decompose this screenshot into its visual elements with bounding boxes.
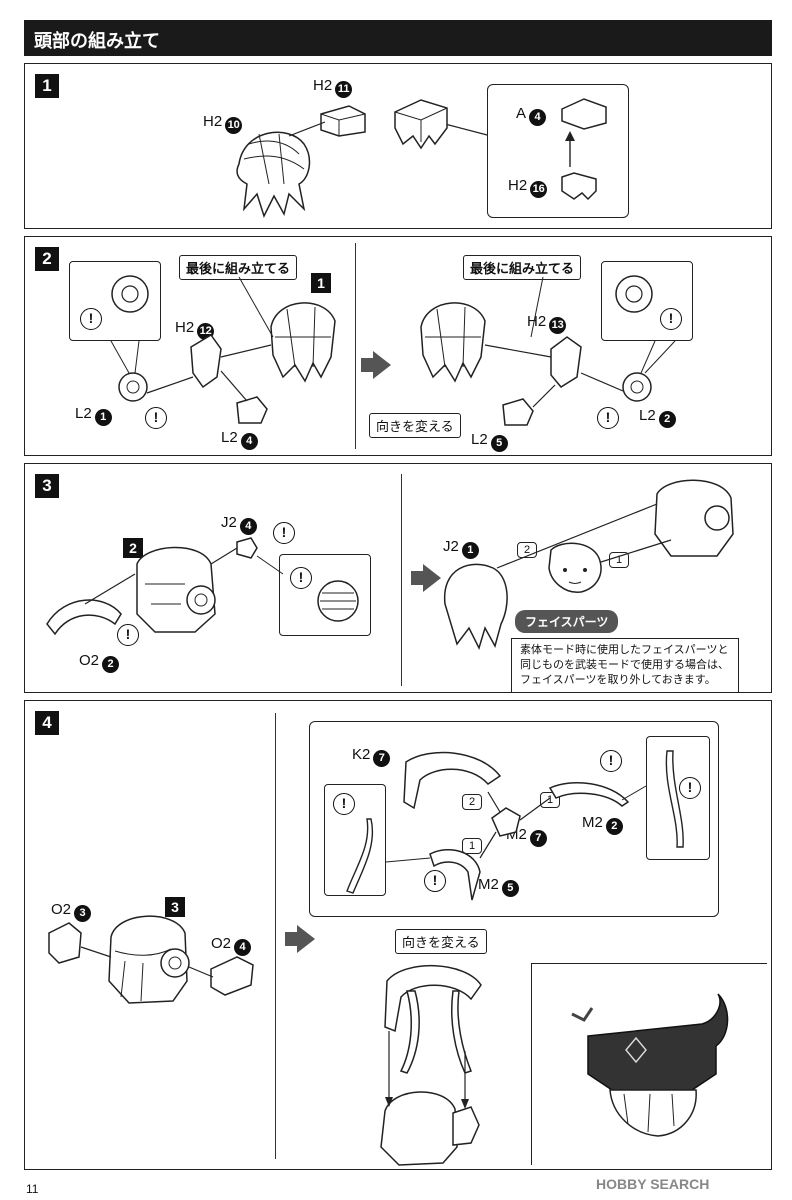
watermark: HOBBY SEARCH (596, 1176, 710, 1192)
l2-detail-drawing (111, 275, 149, 313)
horn-to-head-drawing (380, 964, 482, 1166)
assembly-line (288, 121, 492, 137)
step-ref-badge: 1 (311, 273, 331, 293)
hair-face-drawing (444, 479, 734, 651)
change-orientation-callout: 向きを変える (395, 929, 487, 954)
caution-icon: ! (290, 567, 312, 589)
caution-icon: ! (145, 407, 167, 429)
caution-icon: ! (679, 777, 701, 799)
next-arrow-icon (361, 351, 391, 379)
step-ref-badge: 2 (123, 538, 143, 558)
caution-icon: ! (80, 308, 102, 330)
horn-parts-drawing (385, 751, 647, 901)
section-title: 頭部の組み立て (24, 20, 772, 56)
caution-icon: ! (660, 308, 682, 330)
caution-icon: ! (597, 407, 619, 429)
horn-detail-drawing (346, 818, 374, 894)
completed-head-drawing (571, 993, 729, 1137)
caution-icon: ! (117, 624, 139, 646)
detail-callout: ! (69, 261, 161, 341)
h2-16-part-drawing (561, 172, 597, 201)
assembly-arrow (565, 131, 575, 167)
h2-sub-assembly-drawing (394, 99, 448, 150)
step-number: 4 (35, 711, 59, 735)
panel-divider (355, 243, 356, 449)
order-marker: 2 (462, 794, 482, 810)
a4-part-drawing (561, 98, 607, 130)
detail-callout: ! (646, 736, 710, 860)
panel-divider (275, 713, 276, 1159)
j2-detail-drawing (317, 580, 359, 622)
order-marker: 1 (462, 838, 482, 854)
caution-icon: ! (333, 793, 355, 815)
assemble-last-callout: 最後に組み立てる (463, 255, 582, 280)
step-number: 3 (35, 474, 59, 498)
face-parts-tag: フェイスパーツ (515, 610, 619, 633)
step-number: 2 (35, 247, 59, 271)
assemble-last-callout: 最後に組み立てる (179, 255, 298, 280)
head-assembly-left-drawing (110, 276, 336, 424)
hair-part-drawing (236, 131, 311, 218)
panel-divider (401, 474, 402, 686)
detail-callout: ! (324, 784, 386, 896)
step-number: 1 (35, 74, 59, 98)
next-arrow-icon (411, 564, 441, 592)
caution-icon: ! (273, 522, 295, 544)
l2-detail-drawing (615, 275, 653, 313)
detail-callout: ! (279, 554, 371, 636)
caution-icon: ! (424, 870, 446, 892)
head-assembly-drawing (46, 537, 284, 636)
page-number: 11 (26, 1182, 39, 1196)
next-arrow-icon (285, 925, 315, 953)
step-ref-badge: 3 (165, 897, 185, 917)
head-with-ear-covers-drawing (48, 915, 254, 1004)
caution-icon: ! (600, 750, 622, 772)
order-marker: 1 (609, 552, 629, 568)
result-view-box (531, 963, 767, 1165)
horn-detail-drawing (665, 750, 684, 848)
head-assembly-right-drawing (420, 276, 676, 426)
detail-callout: ! (601, 261, 693, 341)
change-orientation-callout: 向きを変える (369, 413, 461, 438)
h2-11-part-drawing (320, 105, 366, 137)
face-parts-note: 素体モード時に使用したフェイスパーツと同じものを武装モードで使用する場合は、フェ… (511, 638, 739, 693)
